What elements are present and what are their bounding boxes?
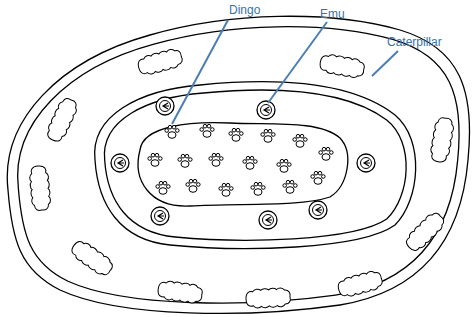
part-label: Emu: [320, 7, 345, 21]
leader-line: [172, 20, 398, 124]
part-label: Dingo: [229, 3, 260, 17]
part-label: Caterpillar: [387, 35, 442, 49]
